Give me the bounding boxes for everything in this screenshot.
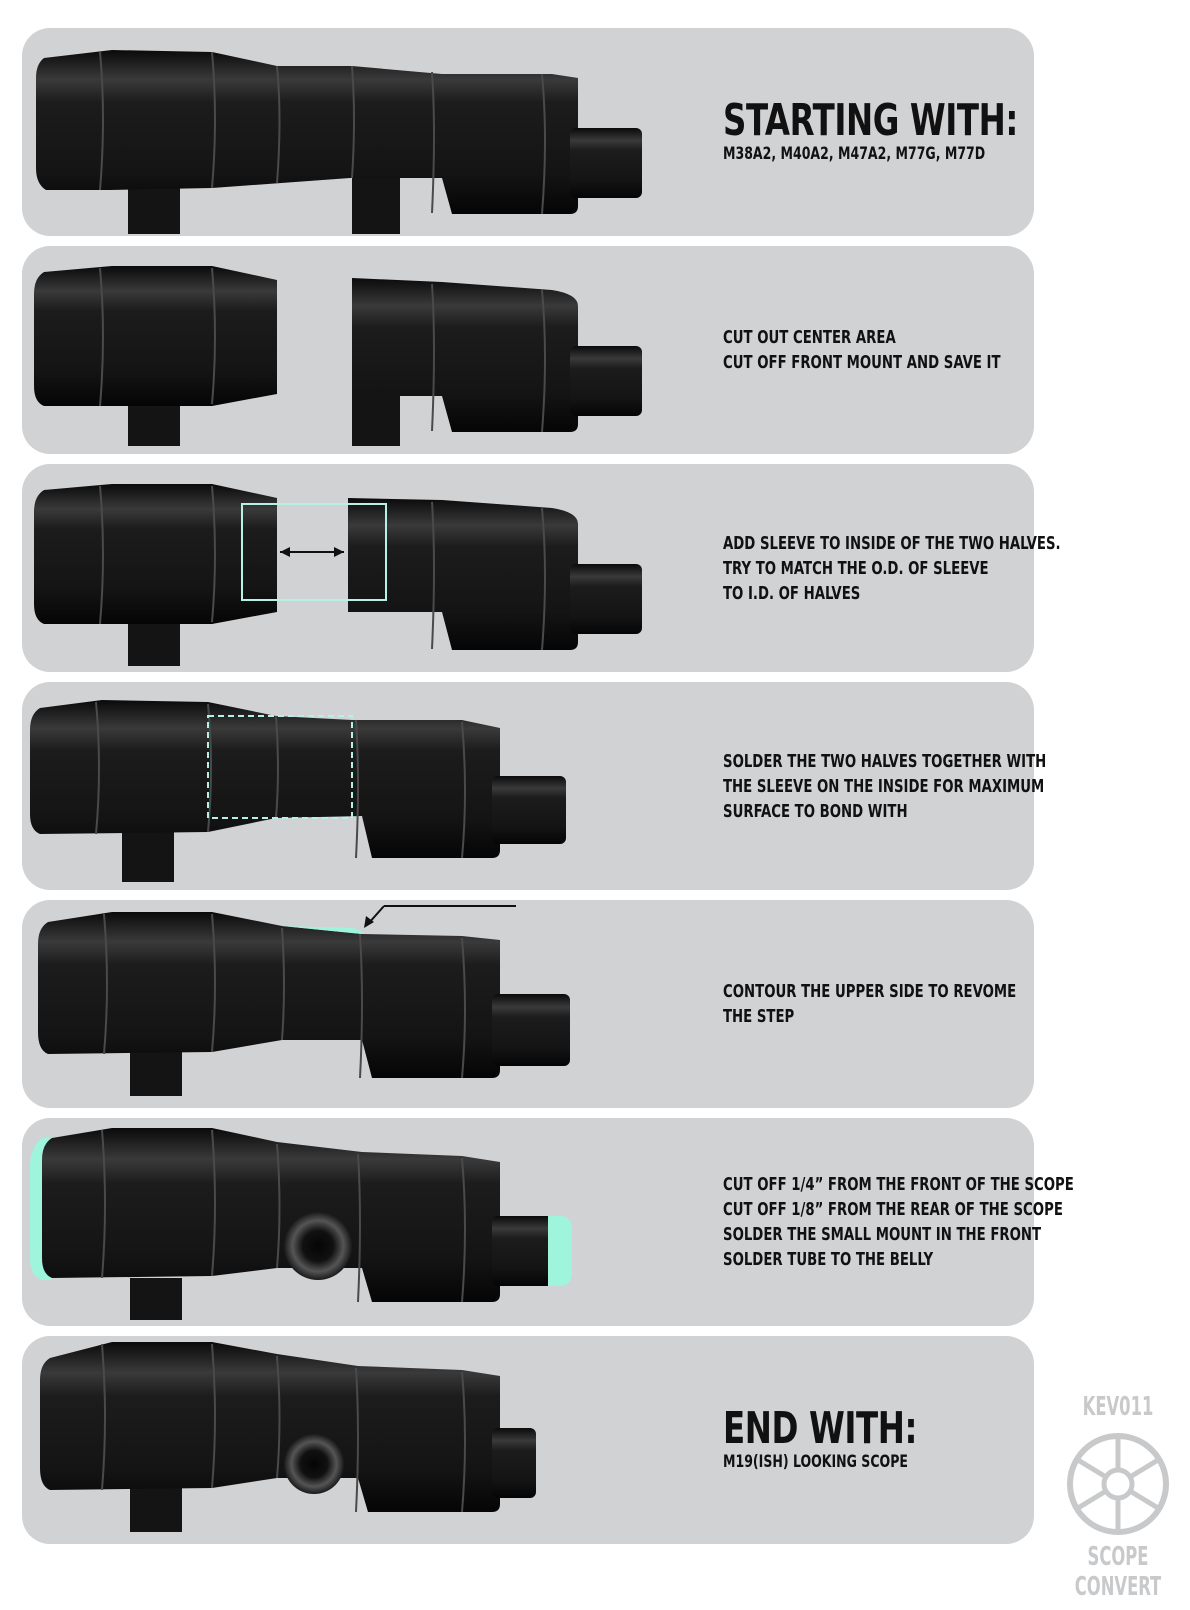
galactic-empire-emblem-icon [1067, 1433, 1169, 1535]
step-text: SOLDER TUBE TO THE BELLY [723, 1249, 934, 1270]
step-text: TRY TO MATCH THE O.D. OF SLEEVE [723, 557, 989, 579]
step-3-panel: ADD SLEEVE TO INSIDE OF THE TWO HALVES. … [22, 464, 1061, 672]
scope-illustration-original [36, 50, 642, 234]
step-2-panel: CUT OUT CENTER AREA CUT OFF FRONT MOUNT … [22, 246, 1034, 454]
belly-tube-port-icon [284, 1212, 352, 1280]
step-text: THE STEP [723, 1006, 795, 1027]
step-7-panel: END WITH: M19(ISH) LOOKING SCOPE [22, 1336, 1034, 1544]
step-text: CUT OFF 1/4” FROM THE FRONT OF THE SCOPE [723, 1174, 1074, 1195]
logo-bottom-text: SCOPE CONVERT [1074, 1542, 1162, 1602]
scope-illustration-cut [34, 266, 642, 446]
step-text: M38A2, M40A2, M47A2, M77G, M77D [723, 143, 986, 164]
step-text: SOLDER THE TWO HALVES TOGETHER WITH [723, 750, 1047, 772]
step-text: CONTOUR THE UPPER SIDE TO REVOME [723, 981, 1017, 1002]
step-text: M19(ISH) LOOKING SCOPE [723, 1451, 908, 1472]
step-text: CUT OFF 1/8” FROM THE REAR OF THE SCOPE [723, 1199, 1063, 1220]
belly-tube-port-icon [284, 1434, 344, 1494]
scope-illustration-trimmed [30, 1128, 572, 1320]
step-text: ADD SLEEVE TO INSIDE OF THE TWO HALVES. [723, 532, 1061, 554]
step-4-panel: SOLDER THE TWO HALVES TOGETHER WITH THE … [22, 682, 1047, 890]
step-6-panel: CUT OFF 1/4” FROM THE FRONT OF THE SCOPE… [22, 1118, 1074, 1326]
scope-illustration-sleeve [34, 484, 642, 666]
author-logo: KEV011 SCOPE CONVERT [1058, 1392, 1178, 1602]
logo-top-text: KEV011 [1082, 1392, 1154, 1422]
step-text: CUT OFF FRONT MOUNT AND SAVE IT [723, 352, 1001, 373]
scope-illustration-contoured [38, 905, 570, 1096]
scope-illustration-final [40, 1342, 536, 1532]
step-text: SOLDER THE SMALL MOUNT IN THE FRONT [723, 1224, 1042, 1245]
step-1-panel: STARTING WITH: M38A2, M40A2, M47A2, M77G… [22, 28, 1034, 236]
step-text: THE SLEEVE ON THE INSIDE FOR MAXIMUM [723, 775, 1045, 797]
scope-illustration-soldered [30, 700, 566, 882]
step-text: SURFACE TO BOND WITH [723, 800, 908, 822]
step-heading: STARTING WITH: [723, 94, 1018, 146]
step-5-panel: CONTOUR THE UPPER SIDE TO REVOME THE STE… [22, 900, 1034, 1108]
step-text: TO I.D. OF HALVES [723, 582, 861, 604]
step-heading: END WITH: [723, 1402, 918, 1454]
step-text: CUT OUT CENTER AREA [723, 327, 896, 348]
